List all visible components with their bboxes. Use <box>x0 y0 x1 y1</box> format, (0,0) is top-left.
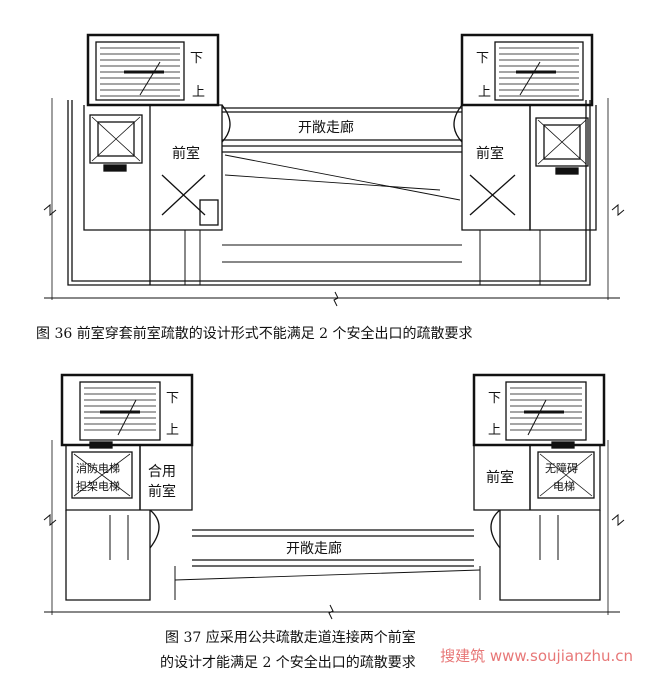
fig37-fire-elevator-line1: 消防电梯 <box>76 461 120 475</box>
fig37-stair-down-right: 下 <box>488 391 501 406</box>
fig37-stair-up-right: 上 <box>488 423 501 438</box>
fig36-stair-down-right: 下 <box>476 51 489 66</box>
fig37-accessible-elevator-line1: 无障碍 <box>545 461 578 475</box>
figure37-plan <box>43 373 625 620</box>
fig37-combined-anteroom-line1: 合用 <box>148 464 176 480</box>
fig36-right-anteroom-label: 前室 <box>476 145 504 162</box>
figure37-caption-line2: 的设计才能满足 2 个安全出口的疏散要求 <box>160 655 416 671</box>
fig37-accessible-elevator-line2: 电梯 <box>553 480 575 493</box>
fig36-stair-up-right: 上 <box>478 85 491 100</box>
figure36-caption: 图 36 前室穿套前室疏散的设计形式不能满足 2 个安全出口的疏散要求 <box>36 326 473 342</box>
fig37-combined-anteroom-line2: 前室 <box>148 483 176 500</box>
figure37-caption-line1: 图 37 应采用公共疏散走道连接两个前室 <box>165 630 416 646</box>
fig36-left-anteroom-label: 前室 <box>172 145 200 162</box>
fig36-stair-up-left: 上 <box>192 85 205 100</box>
fig36-corridor-label: 开敞走廊 <box>298 119 354 136</box>
fig37-stair-down-left: 下 <box>166 391 179 406</box>
fig36-stair-down-left: 下 <box>190 51 203 66</box>
watermark: 搜建筑 www.soujianzhu.cn <box>440 647 633 665</box>
figure36-plan <box>43 33 625 307</box>
fig37-fire-elevator-line2: 担架电梯 <box>76 479 120 493</box>
fig37-stair-up-left: 上 <box>166 423 179 438</box>
fig37-corridor-label: 开敞走廊 <box>286 540 342 557</box>
fig37-right-anteroom-label: 前室 <box>486 469 514 486</box>
